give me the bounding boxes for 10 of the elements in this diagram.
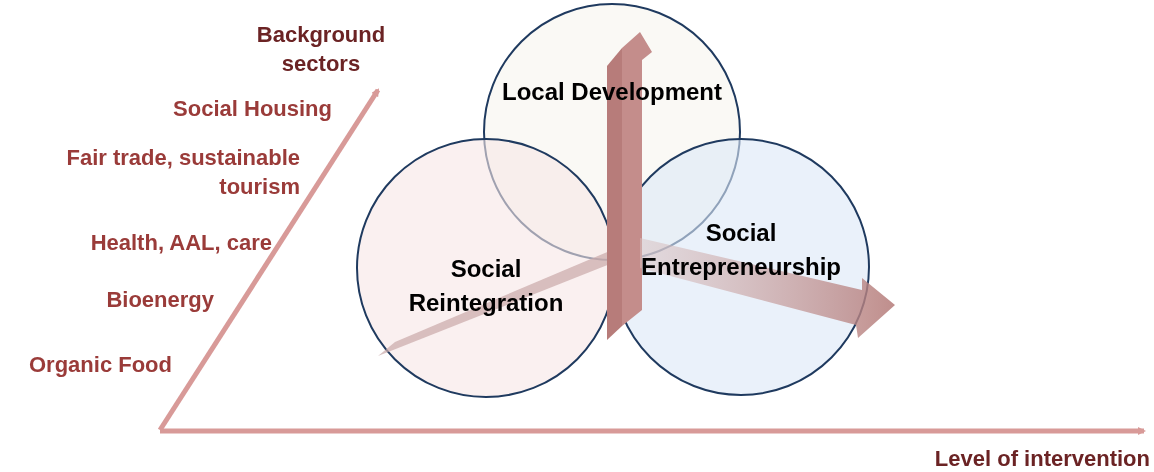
circle-label: Social Reintegration [408,255,564,316]
sector-label: Social Housing [173,96,332,121]
sector-label: Bioenergy [106,287,214,312]
circle-label: Local Development [501,78,723,105]
circle-label: Social Entrepreneurship [640,219,841,280]
axis-title: Background sectors [256,22,386,76]
sector-label: Health, AAL, care [90,230,272,255]
sector-label: Organic Food [29,352,172,377]
axis-title: Level of intervention [934,446,1150,471]
sector-label: Fair trade, sustainable tourism [66,145,300,199]
